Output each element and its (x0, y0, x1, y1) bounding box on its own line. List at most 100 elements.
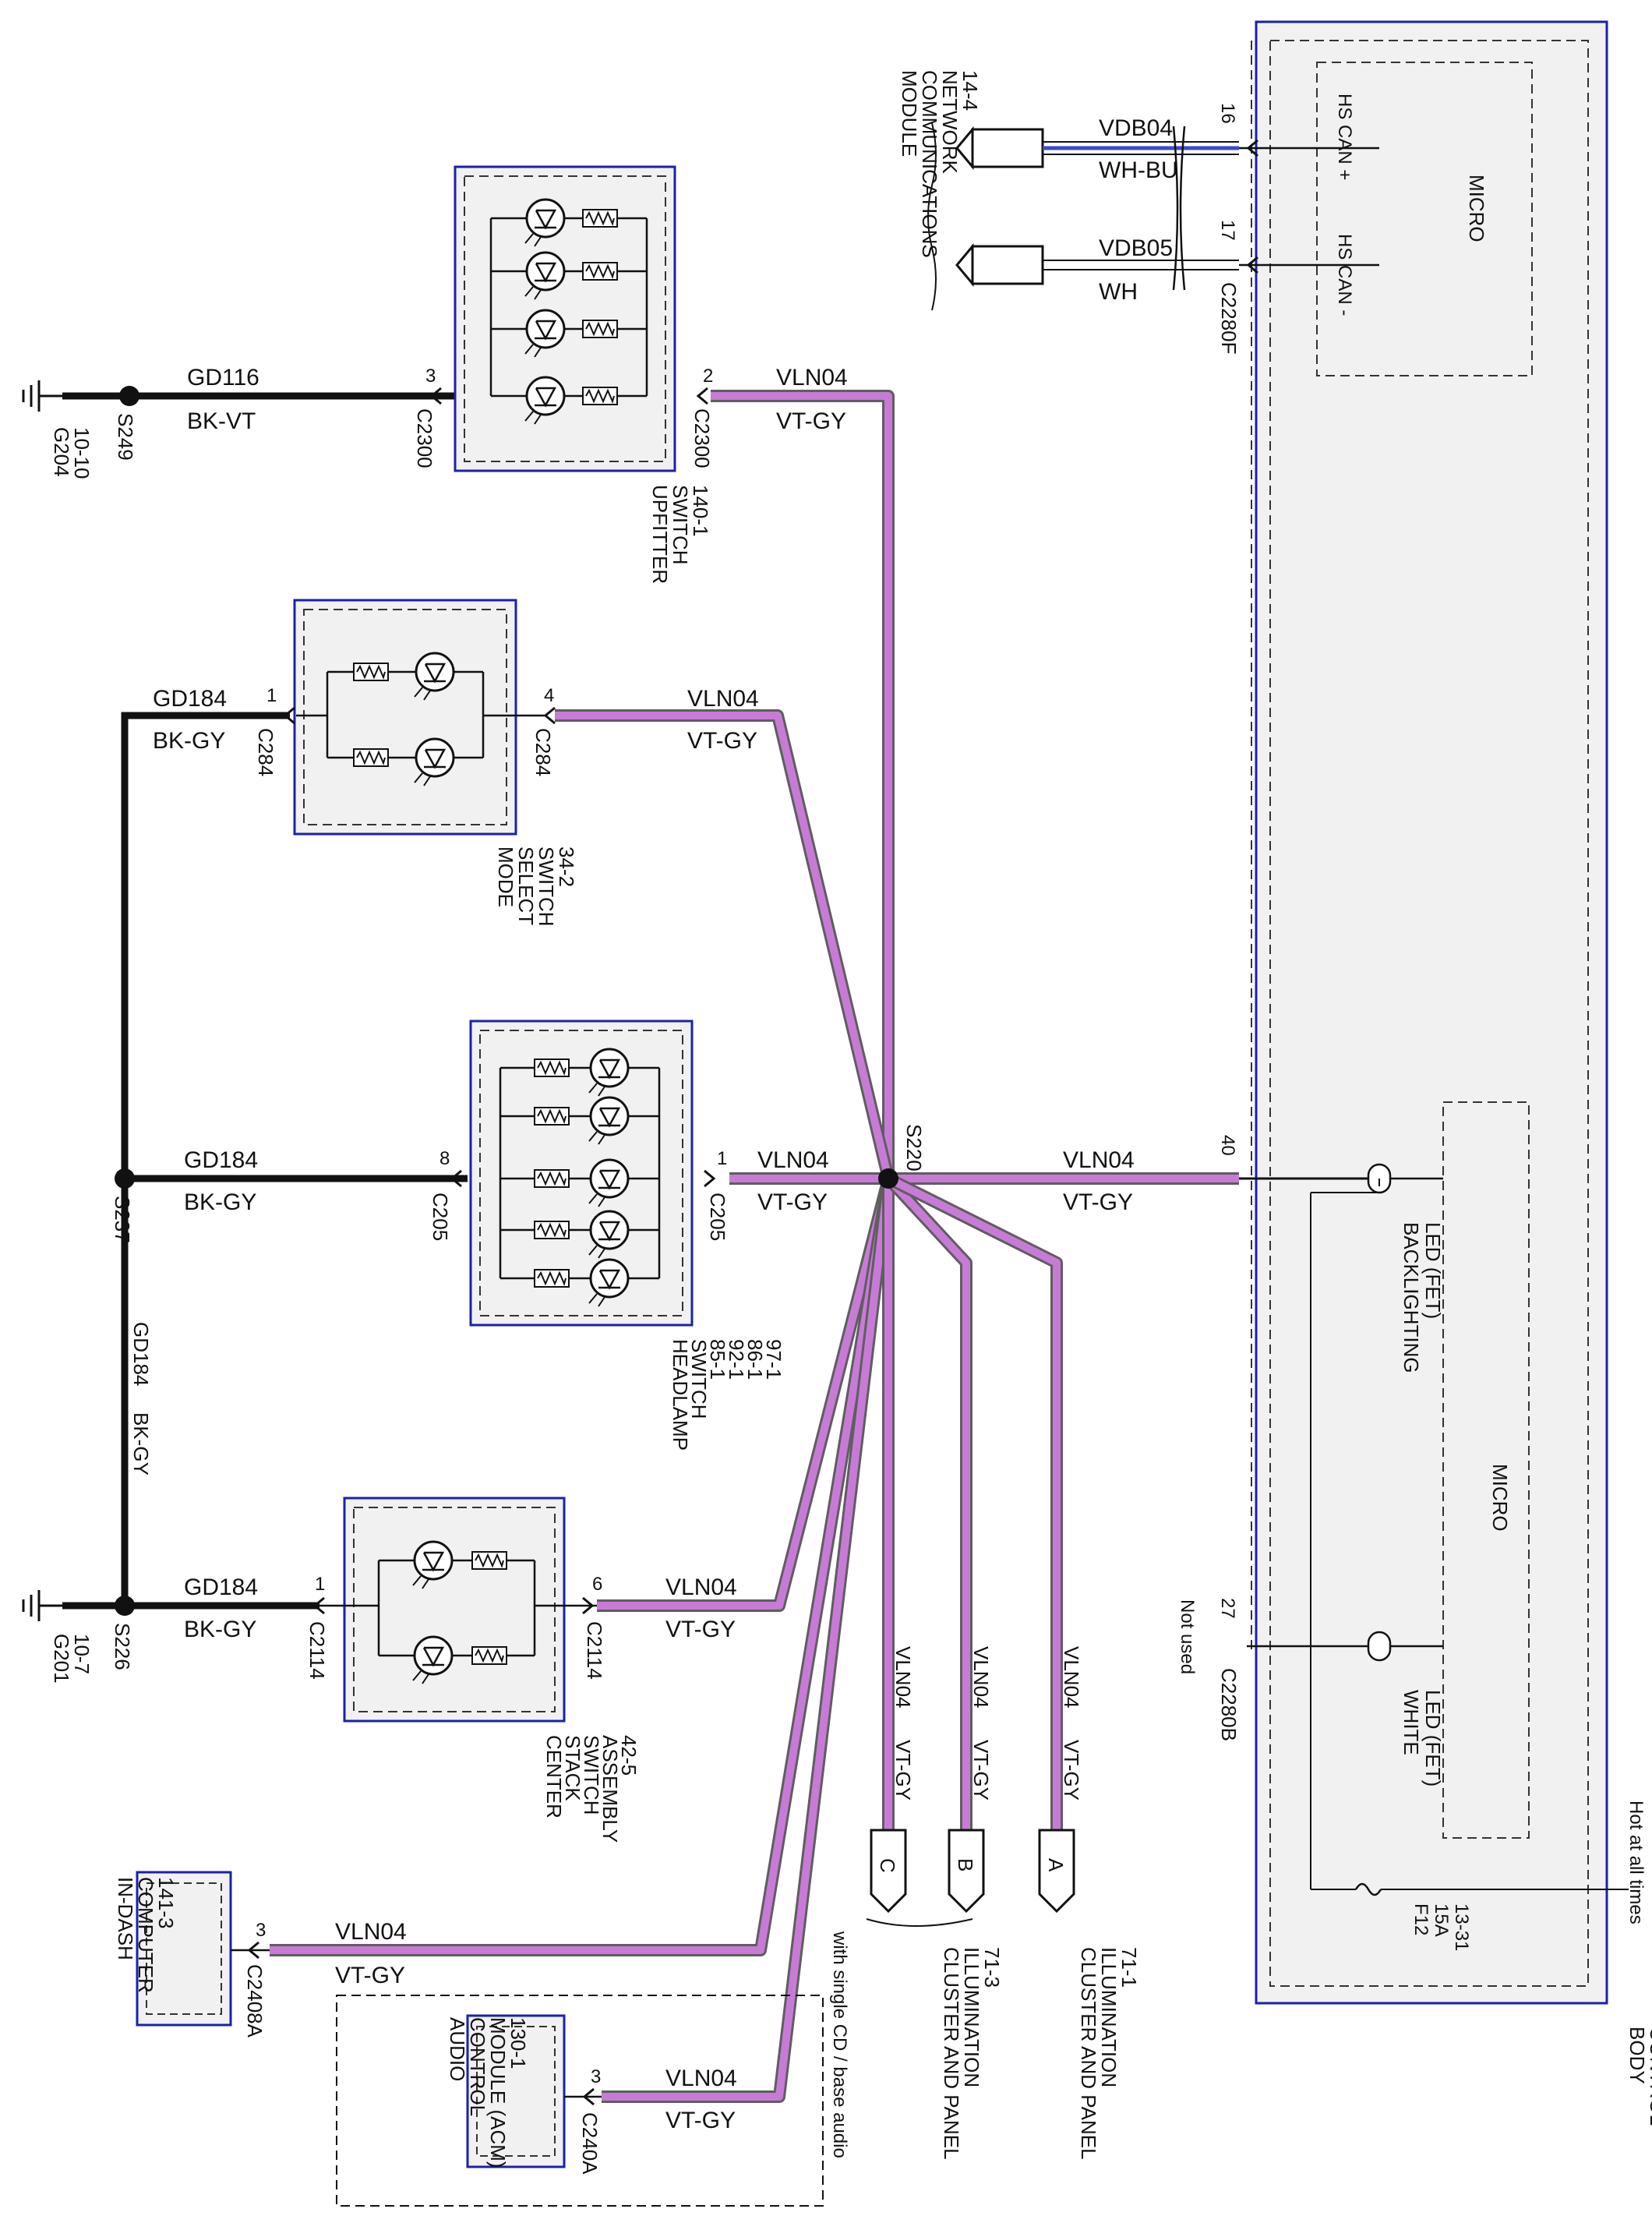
acm-connector: C240A (578, 2112, 602, 2175)
cluster-b-letter: B (954, 1858, 977, 1871)
acm-name-line: AUDIO (446, 2017, 469, 2081)
cluster-a-circuit-line: VLN04 (1060, 1646, 1083, 1709)
acm-circuit: VLN04 (665, 2066, 737, 2091)
rotated-labels: BODYCONTROLMODULE (BCM)11-413-40MICROMIC… (50, 70, 1652, 2175)
acm-name-line: MODULE (ACM) (486, 2017, 510, 2168)
wh-bu-label: WH-BU (1099, 157, 1178, 183)
cluster-illum-a-label-line: CLUSTER AND PANEL (1077, 1947, 1100, 2160)
upfitter-connector-left-line: C2300 (413, 408, 436, 468)
cluster-connector-b-icon (948, 1829, 985, 1914)
cluster-connector-a-icon (1038, 1829, 1075, 1914)
in-dash-connector: C2408A (243, 1964, 267, 2038)
bcm-module (1239, 20, 1629, 2005)
cluster-illum-bc-label-line: ILLUMINATION (960, 1947, 983, 2087)
ground-wires (62, 392, 468, 1610)
headlamp-name-line: 85-1 (706, 1339, 729, 1380)
acm-connector-line: C240A (578, 2112, 602, 2175)
mode-select-name-line: 34-2 (555, 846, 578, 887)
splice-s220 (878, 1168, 898, 1189)
mode-ground-color: BK-GY (153, 728, 225, 754)
center-stack-connector-left: C2114 (305, 1621, 329, 1680)
cluster-illum-a-label-line: 71-1 (1117, 1947, 1141, 1988)
bcm-pin-27-line: 27 (1217, 1598, 1238, 1619)
headlamp-ground-circuit: GD184 (184, 1147, 258, 1173)
cluster-a-letter-line: A (1044, 1858, 1068, 1872)
mode-select-name-line: SWITCH (535, 846, 558, 927)
center-stack-name-line: 42-5 (617, 1735, 641, 1776)
headlamp-power-circuit: VLN04 (757, 1147, 829, 1173)
in-dash-pin-3: 3 (256, 1920, 266, 1941)
acm-color: VT-GY (665, 2108, 736, 2133)
headlamp-connector-right: C205 (706, 1193, 729, 1241)
wh-label: WH (1099, 279, 1138, 305)
cluster-connectors (866, 1829, 1075, 1927)
in-dash-name-line: IN-DASH (114, 1877, 137, 1960)
upfitter-pin-2: 2 (703, 366, 713, 387)
bcm-pin-16: 16 (1217, 103, 1238, 124)
cluster-b-color-line: VT-GY (969, 1740, 993, 1801)
mode-connector-right-line: C284 (531, 728, 555, 776)
splice-s220-label: S220 (902, 1124, 926, 1172)
mode-power-circuit: VLN04 (687, 686, 759, 712)
headlamp-connector-right-line: C205 (706, 1193, 729, 1241)
mode-connector-right: C284 (531, 728, 555, 776)
cluster-a-color: VT-GY (1060, 1740, 1083, 1801)
in-dash-color: VT-GY (335, 1963, 405, 1988)
cluster-c-letter-line: C (876, 1858, 899, 1873)
cluster-a-circuit: VLN04 (1060, 1646, 1083, 1709)
ground-run-color-line: BK-GY (129, 1412, 153, 1475)
mode-pin-1: 1 (267, 685, 277, 706)
upfitter-ground-color: BK-VT (187, 408, 256, 434)
headlamp-connector-left-line: C205 (429, 1193, 452, 1241)
bcm-name-line: CONTROL (1646, 2027, 1652, 2126)
mode-connector-left-line: C284 (254, 728, 277, 776)
splice-s249 (119, 386, 139, 406)
mode-select-switch (284, 599, 556, 836)
backlighting-led-label-line: BACKLIGHTING (1400, 1222, 1423, 1373)
hs-can-plus-label: HS CAN + (1334, 94, 1355, 180)
bcm-micro-top-box (1316, 62, 1533, 376)
violet-wire-harness (270, 390, 1239, 2103)
vdb04-label: VDB04 (1099, 115, 1173, 141)
splice-s226-label: S226 (111, 1623, 134, 1670)
center-stack-connector-right: C2114 (583, 1621, 606, 1680)
upfitter-name-line: 140-1 (689, 485, 712, 537)
bcm-pin-17-line: 17 (1217, 220, 1238, 241)
headlamp-switch (450, 1020, 715, 1327)
wire-labels: VDB04 WH-BU VDB05 WH VLN04 VT-GY GD116 B… (153, 115, 1178, 2133)
headlamp-name-line: 86-1 (743, 1339, 767, 1380)
bcm-micro-top-label: MICRO (1465, 175, 1488, 242)
bcm-feed-color: VT-GY (1063, 1189, 1133, 1215)
splice-s249-label-line: S249 (114, 413, 137, 461)
connector-c2280b-line: C2280B (1217, 1668, 1241, 1741)
network-label-line: NETWORK (938, 70, 962, 175)
cluster-a-color-line: VT-GY (1060, 1740, 1083, 1801)
vdb05-label: VDB05 (1099, 235, 1173, 261)
ground-g204-label-line: 10-10 (70, 427, 94, 479)
ground-run-circuit-line: GD184 (129, 1322, 153, 1386)
cluster-b-circuit-line: VLN04 (969, 1646, 993, 1709)
headlamp-pin-8: 8 (439, 1148, 450, 1169)
cluster-illum-bc-label-line: 71-3 (980, 1947, 1004, 1988)
headlamp-ground-color: BK-GY (184, 1189, 256, 1215)
white-led-fet-icon (1367, 1631, 1392, 1662)
mode-connector-left: C284 (254, 728, 277, 776)
white-led-label-line: LED (FET) (1421, 1690, 1445, 1786)
cluster-c-circuit-line: VLN04 (891, 1646, 915, 1709)
bcm-micro-bottom-box (1442, 1101, 1530, 1839)
center-stack-pin-1: 1 (315, 1574, 325, 1595)
bcm-name-line: BODY (1626, 2027, 1649, 2084)
center-stack-power-circuit: VLN04 (665, 1574, 737, 1600)
headlamp-name-line: HEADLAMP (669, 1339, 692, 1451)
ground-run-color: BK-GY (129, 1412, 153, 1475)
upfitter-power-color: VT-GY (776, 408, 846, 434)
center-stack-name-line: ASSEMBLY (598, 1735, 622, 1843)
acm-name-line: 130-1 (507, 2017, 530, 2069)
hs-can-plus-label-line: HS CAN + (1334, 94, 1355, 180)
